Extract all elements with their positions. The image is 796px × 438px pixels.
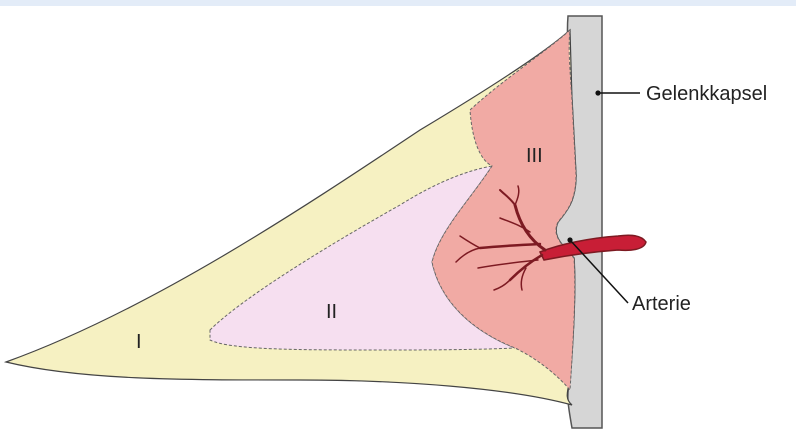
capsule-label: Gelenkkapsel (646, 83, 767, 105)
zone-1-label: I (136, 331, 142, 353)
zone-2-label: II (326, 301, 337, 323)
artery-label: Arterie (632, 293, 691, 315)
zone-3-label: III (526, 145, 543, 167)
